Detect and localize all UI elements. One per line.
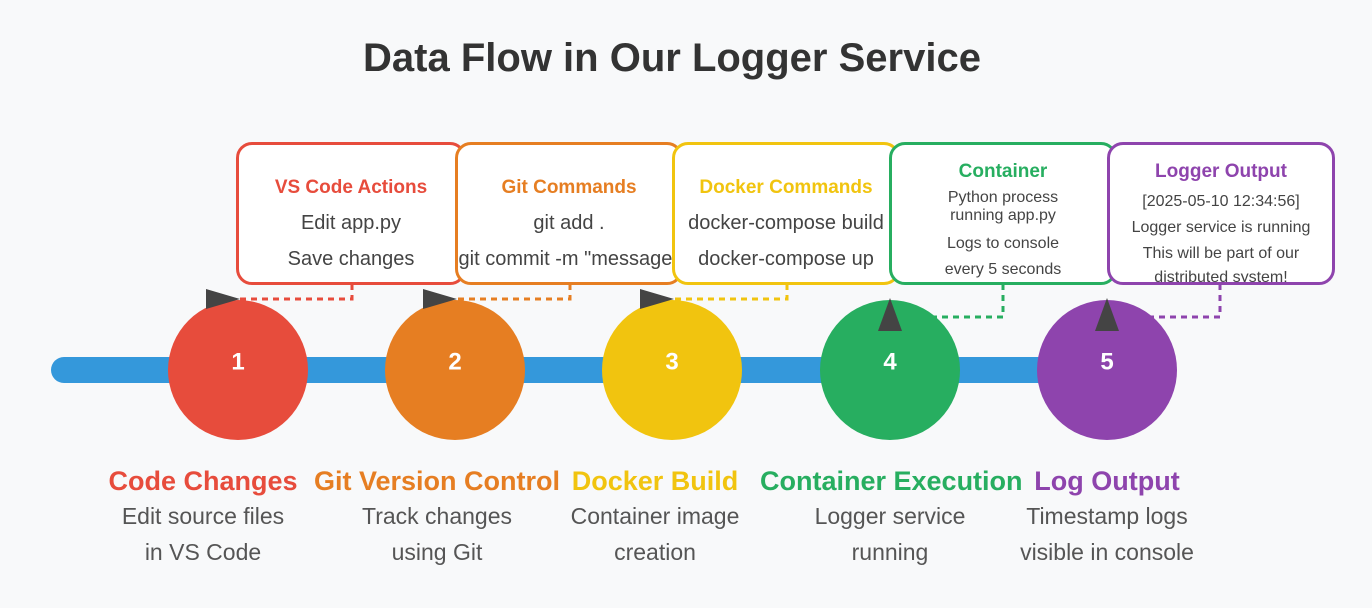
box-line: This will be part of our — [1142, 245, 1300, 262]
arrow-icon — [423, 289, 457, 309]
stage-container-execution: Container Execution Logger service runni… — [760, 466, 1023, 569]
stage-desc: Edit source files — [121, 503, 285, 529]
stage-git-version-control: Git Version Control Track changes using … — [307, 466, 567, 569]
stage-code-changes: Code Changes Edit source files in VS Cod… — [73, 466, 333, 569]
stage-circle — [1037, 300, 1177, 440]
box-line: git add . — [533, 212, 605, 234]
box-line: git commit -m "message" — [458, 248, 680, 270]
stage-label: Code Changes — [108, 466, 298, 496]
box-line: distributed system! — [1154, 269, 1288, 285]
git-commands-box: Git Commands git add . git commit -m "me… — [455, 142, 683, 285]
stage-log-output: Log Output Timestamp logs visible in con… — [977, 466, 1237, 569]
stage-docker-build: Docker Build Container image creation — [525, 466, 785, 569]
dashed-connector — [674, 284, 789, 301]
box-line: docker-compose up — [698, 248, 874, 270]
box-line: Logs to console — [946, 235, 1060, 252]
stage-label: Git Version Control — [313, 466, 561, 496]
stage-label: Docker Build — [571, 466, 739, 496]
box-line: Python process — [947, 189, 1059, 206]
box-title: Logger Output — [1155, 161, 1287, 182]
stage-number: 5 — [1100, 349, 1113, 376]
container-box: Container Python process running app.py … — [889, 142, 1117, 285]
box-line: running app.py — [950, 207, 1056, 224]
vscode-actions-box: VS Code Actions Edit app.py Save changes — [236, 142, 466, 285]
box-title: Docker Commands — [699, 177, 873, 198]
stage-circle — [820, 300, 960, 440]
stage-desc: Container image — [570, 503, 740, 529]
stage-label: Log Output — [1034, 466, 1180, 496]
stage-label: Container Execution — [760, 466, 1023, 496]
stage-circle — [385, 300, 525, 440]
box-line: [2025-05-10 12:34:56] — [1142, 193, 1300, 210]
box-line: Save changes — [287, 248, 415, 270]
stage-desc: Track changes — [362, 503, 512, 529]
box-title: VS Code Actions — [274, 177, 428, 198]
stage-circle — [168, 300, 308, 440]
dashed-connector — [240, 284, 354, 301]
arrow-icon — [1095, 298, 1119, 331]
stage-circle — [602, 300, 742, 440]
stage-desc: using Git — [391, 539, 483, 565]
stage-number: 3 — [665, 349, 678, 376]
arrow-icon — [878, 298, 902, 331]
stage-number: 2 — [448, 349, 461, 376]
dashed-connector — [1147, 284, 1222, 319]
stage-desc: running — [851, 539, 929, 565]
box-line: Edit app.py — [300, 212, 402, 234]
diagram-title: Data Flow in Our Logger Service — [363, 36, 981, 80]
box-line: every 5 seconds — [944, 261, 1062, 278]
box-title: Container — [958, 161, 1048, 182]
stage-desc: Timestamp logs — [1026, 503, 1188, 529]
logger-output-box: Logger Output [2025-05-10 12:34:56] Logg… — [1107, 142, 1335, 285]
dashed-connector — [457, 284, 572, 301]
docker-commands-box: Docker Commands docker-compose build doc… — [672, 142, 900, 285]
stage-desc: Logger service — [814, 503, 966, 529]
dashed-connector — [930, 284, 1005, 319]
arrow-icon — [640, 289, 674, 309]
box-title: Git Commands — [501, 177, 637, 198]
arrow-icon — [206, 289, 240, 309]
stage-desc: creation — [614, 539, 696, 565]
stage-number: 4 — [883, 349, 897, 376]
stage-desc: in VS Code — [144, 539, 262, 565]
box-line: docker-compose build — [688, 212, 884, 234]
box-line: Logger service is running — [1131, 219, 1311, 236]
stage-desc: visible in console — [1020, 539, 1194, 565]
stage-number: 1 — [231, 349, 244, 376]
